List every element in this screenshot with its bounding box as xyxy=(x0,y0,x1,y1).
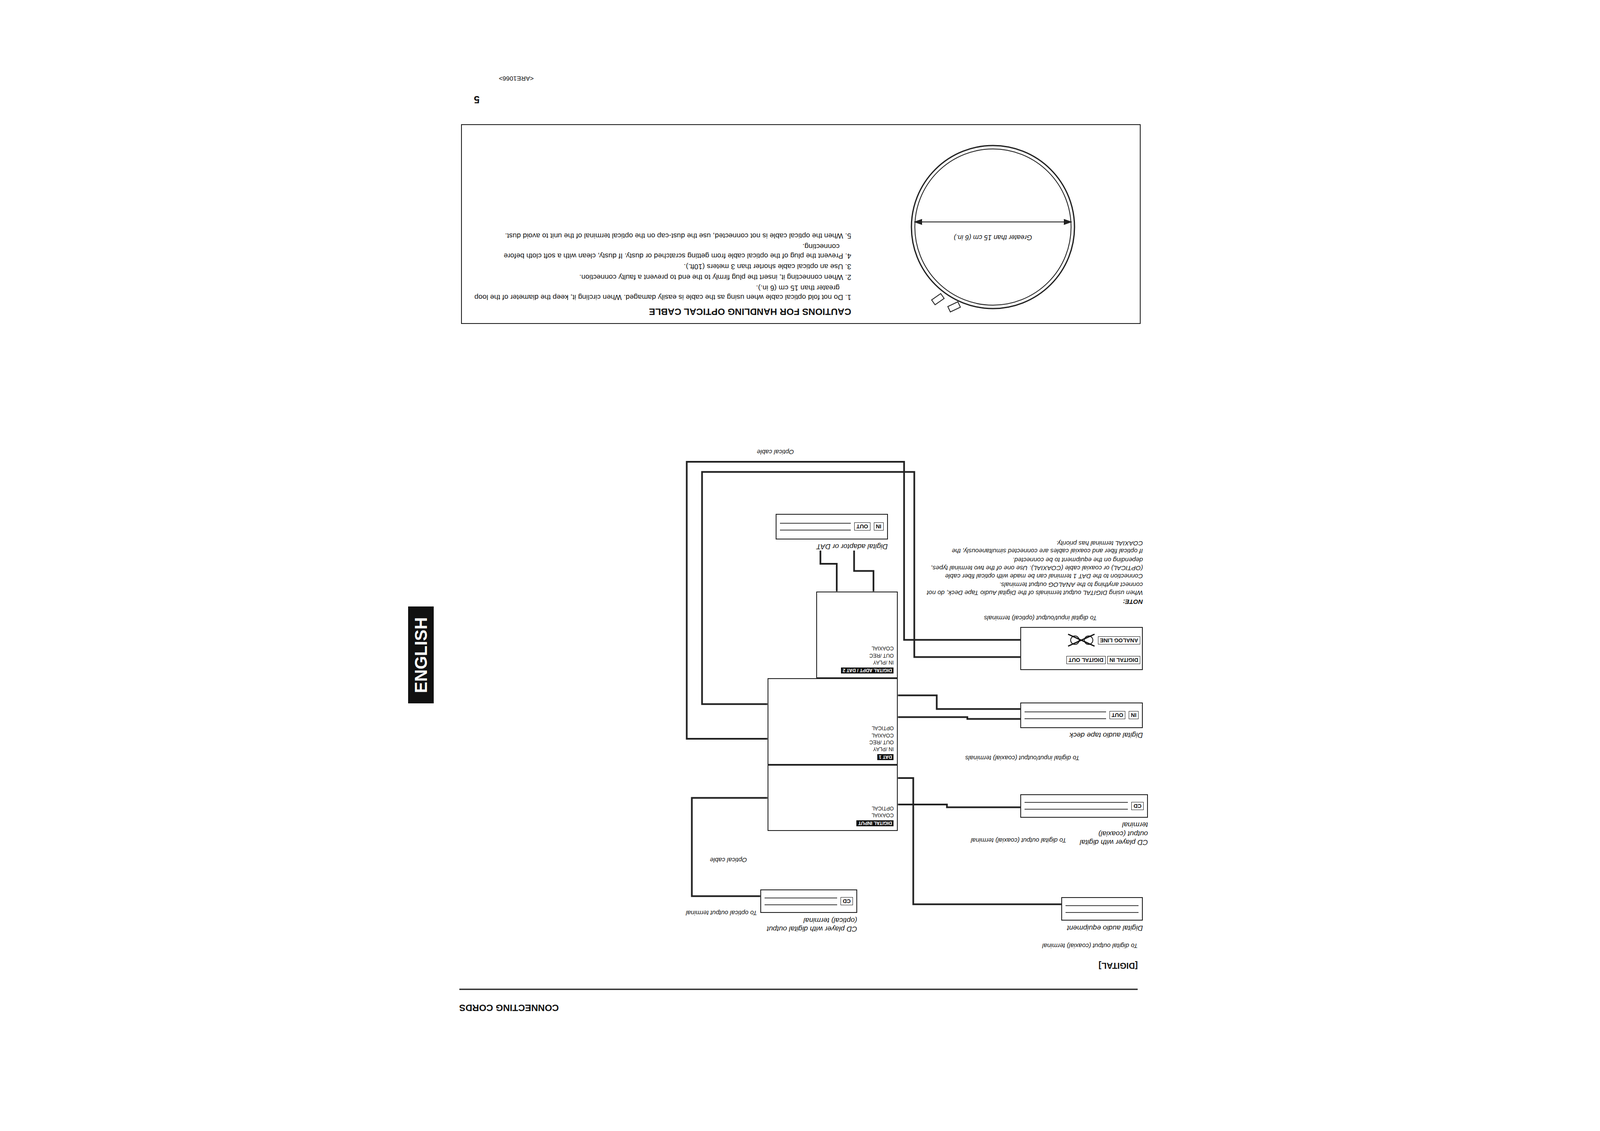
device-label: Digital audio equipment xyxy=(1061,923,1143,933)
device-body: CD xyxy=(760,890,858,914)
device: CD player with digital output (optical) … xyxy=(760,890,858,934)
callout-label: To optical output terminal xyxy=(645,908,758,917)
device: Digital audio equipment xyxy=(1061,897,1143,933)
cable xyxy=(897,717,1021,719)
callout-label: Greater than 15 cm (6 in.) xyxy=(916,233,1070,242)
panel-label: OPTICAL xyxy=(771,805,894,812)
callout-label: 5 xyxy=(457,93,480,106)
caution-item: 3. Use an optical cable shorter than 3 m… xyxy=(472,261,851,272)
caution-item: 4. Prevent the plug of the optical cable… xyxy=(472,241,851,261)
display-window xyxy=(764,897,838,906)
callout-label: [DIGITAL] xyxy=(1035,960,1138,972)
cable xyxy=(702,472,1021,705)
cable-plug xyxy=(947,301,961,313)
title-rule xyxy=(459,989,1138,991)
cable xyxy=(691,798,768,897)
caution-heading: CAUTIONS FOR HANDLING OPTICAL CABLE xyxy=(472,306,851,318)
callout-label: To digital input/output (optical) termin… xyxy=(917,614,1098,623)
callout-label: To digital input/output (coaxial) termin… xyxy=(899,753,1080,763)
terminal-panel: DAT 1IN /PLAYOUT /RECCOAXIALOPTICAL xyxy=(767,678,899,765)
device: Digital audio tape deckINOUT xyxy=(1020,702,1143,740)
panel-heading: DIGITAL ADPT / DAT 2 xyxy=(840,667,894,674)
note-text: When using DIGITAL output terminals of t… xyxy=(923,581,1143,598)
cross-mark xyxy=(1068,634,1095,647)
note-block: NOTE:When using DIGITAL output terminals… xyxy=(923,538,1143,606)
panel-heading: DAT 1 xyxy=(877,754,894,761)
device-label: CD player with digital output (optical) … xyxy=(760,916,858,934)
panel-label: COAXIAL xyxy=(771,811,894,819)
terminal-tag: OUT xyxy=(1109,711,1126,720)
panel-label: IN /PLAY xyxy=(820,659,894,666)
panel-label: OPTICAL xyxy=(771,724,894,732)
panel-label: OUT /REC xyxy=(820,651,894,659)
panel-label: OUT /REC xyxy=(771,738,894,746)
cable-loop-inner xyxy=(914,148,1072,306)
panel-label: COAXIAL xyxy=(820,645,894,652)
callout-label: Optical cable xyxy=(695,855,748,865)
device-label: CD player with digital output (coaxial) … xyxy=(1071,820,1148,847)
device-body: INOUT xyxy=(1020,702,1143,729)
tab-label: ENGLISH xyxy=(411,617,431,694)
cable-loop xyxy=(911,145,1075,309)
callout-label: To digital output (coaxial) terminal xyxy=(921,836,1066,845)
terminal-tag: CD xyxy=(1131,802,1144,811)
panel-label: COAXIAL xyxy=(771,731,894,739)
terminal-panel: DIGITAL ADPT / DAT 2IN /PLAYOUT /RECCOAX… xyxy=(816,591,898,679)
language-tab: ENGLISH xyxy=(408,606,434,704)
callout-label: Optical cable xyxy=(732,447,794,456)
caution-item: 2. When connecting it, insert the plug f… xyxy=(472,272,851,282)
caution-item: 1. Do not fold optical cable when using … xyxy=(472,283,851,302)
panel-label: IN /PLAY xyxy=(771,745,894,753)
terminal-tag: OUT xyxy=(854,522,871,531)
dimension-arrow xyxy=(913,218,923,225)
callout-label: <ARE1066> xyxy=(452,74,534,83)
terminal-tag: ANALOG LINE xyxy=(1097,636,1141,645)
device: CD player with digital output (coaxial) … xyxy=(1020,794,1148,847)
cable xyxy=(854,550,874,592)
cable xyxy=(897,804,1021,808)
device-label: Digital audio tape deck xyxy=(1020,730,1143,740)
crossed-analog-jacks xyxy=(1066,633,1097,648)
callout-label: To digital output (coaxial) terminal xyxy=(933,941,1138,950)
display-window xyxy=(1065,905,1139,914)
display-window xyxy=(1024,711,1106,720)
device-body: CD xyxy=(1020,794,1148,818)
terminal-tag: DIGITAL OUT xyxy=(1066,656,1106,665)
cable-plug xyxy=(931,293,944,305)
terminal-panel: DIGITAL INPUTCOAXIALOPTICAL xyxy=(767,764,899,832)
panel-heading: DIGITAL INPUT xyxy=(856,820,894,827)
display-window xyxy=(779,522,851,531)
note-text: NOTE: xyxy=(923,597,1143,606)
cable xyxy=(897,695,1021,710)
note-text: Connection to the DAT 1 terminal can be … xyxy=(923,556,1143,581)
terminal-panel: DIGITAL INDIGITAL OUT ANALOG LINE xyxy=(1020,627,1143,670)
dimension-arrow xyxy=(1063,218,1073,225)
device-body: INOUT xyxy=(775,513,888,540)
terminal-tag: IN xyxy=(873,522,884,531)
terminal-tag: CD xyxy=(840,897,853,906)
device-label: Digital adaptor or DAT xyxy=(775,542,888,551)
device: Digital adaptor or DAT INOUT xyxy=(775,513,888,551)
note-text: If optical fiber and coaxial cables are … xyxy=(923,539,1143,556)
terminal-tag: IN xyxy=(1128,711,1139,720)
caution-box: CAUTIONS FOR HANDLING OPTICAL CABLE 1. Do… xyxy=(461,124,1141,325)
terminal-tag: DIGITAL IN xyxy=(1107,656,1141,665)
device-body xyxy=(1061,897,1143,922)
page-title: CONNECTING CORDS xyxy=(459,1002,613,1015)
dimension-line xyxy=(920,221,1066,223)
caution-item: 5. When the optical cable is not connect… xyxy=(472,230,851,241)
display-window xyxy=(1024,802,1128,810)
cable xyxy=(820,550,837,592)
